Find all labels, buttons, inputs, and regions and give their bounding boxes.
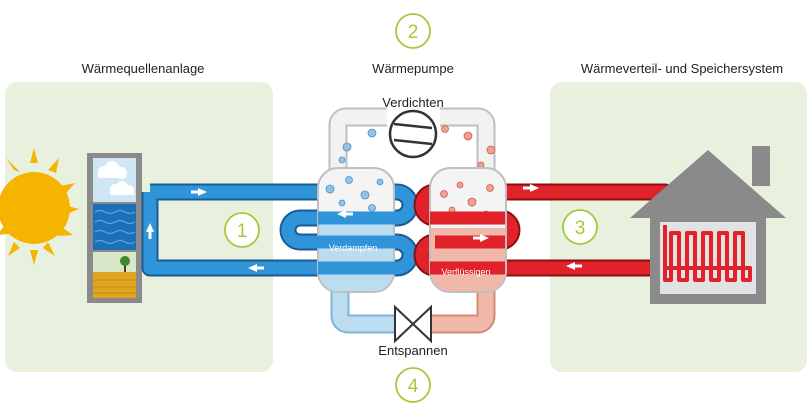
sun-icon — [0, 148, 79, 265]
evaporate-label: Verdampfen — [329, 243, 378, 253]
arrow-right-icon — [198, 188, 207, 196]
evaporator-coil — [281, 211, 397, 249]
step-1-number: 1 — [237, 221, 248, 242]
step-2-number: 2 — [408, 22, 419, 43]
expand-label: Entspannen — [378, 343, 447, 358]
step-1: 1 — [224, 212, 260, 248]
water-waves — [94, 209, 136, 245]
step-2: 2 — [395, 13, 431, 49]
compress-label: Verdichten — [382, 95, 443, 110]
arrow-left-icon — [566, 262, 575, 270]
arrow-up-icon — [146, 223, 154, 232]
pump-title: Wärmepumpe — [372, 61, 454, 76]
step-4: 4 — [395, 367, 431, 403]
radiator-icon — [663, 225, 752, 282]
step-3: 3 — [562, 209, 598, 245]
distribution-title: Wärmeverteil- und Speichersystem — [581, 61, 783, 76]
refrigerant-bubbles — [338, 125, 496, 169]
arrow-left-icon — [337, 210, 346, 218]
arrow-right-icon — [480, 234, 489, 242]
source-title: Wärmequellenanlage — [82, 61, 205, 76]
expansion-valve-icon — [394, 304, 432, 344]
step-4-number: 4 — [408, 376, 419, 397]
step-3-number: 3 — [575, 218, 586, 239]
condense-label: Verflüssigen — [441, 267, 490, 277]
cloud-icon — [98, 161, 134, 195]
tree-icon — [120, 256, 130, 272]
heat-source-column — [87, 153, 142, 303]
distribution-loop — [413, 183, 674, 277]
arrow-left-icon — [248, 264, 257, 272]
arrow-right-icon — [530, 184, 539, 192]
compressor-icon — [388, 109, 438, 159]
refrigerant-circuit — [328, 107, 496, 334]
